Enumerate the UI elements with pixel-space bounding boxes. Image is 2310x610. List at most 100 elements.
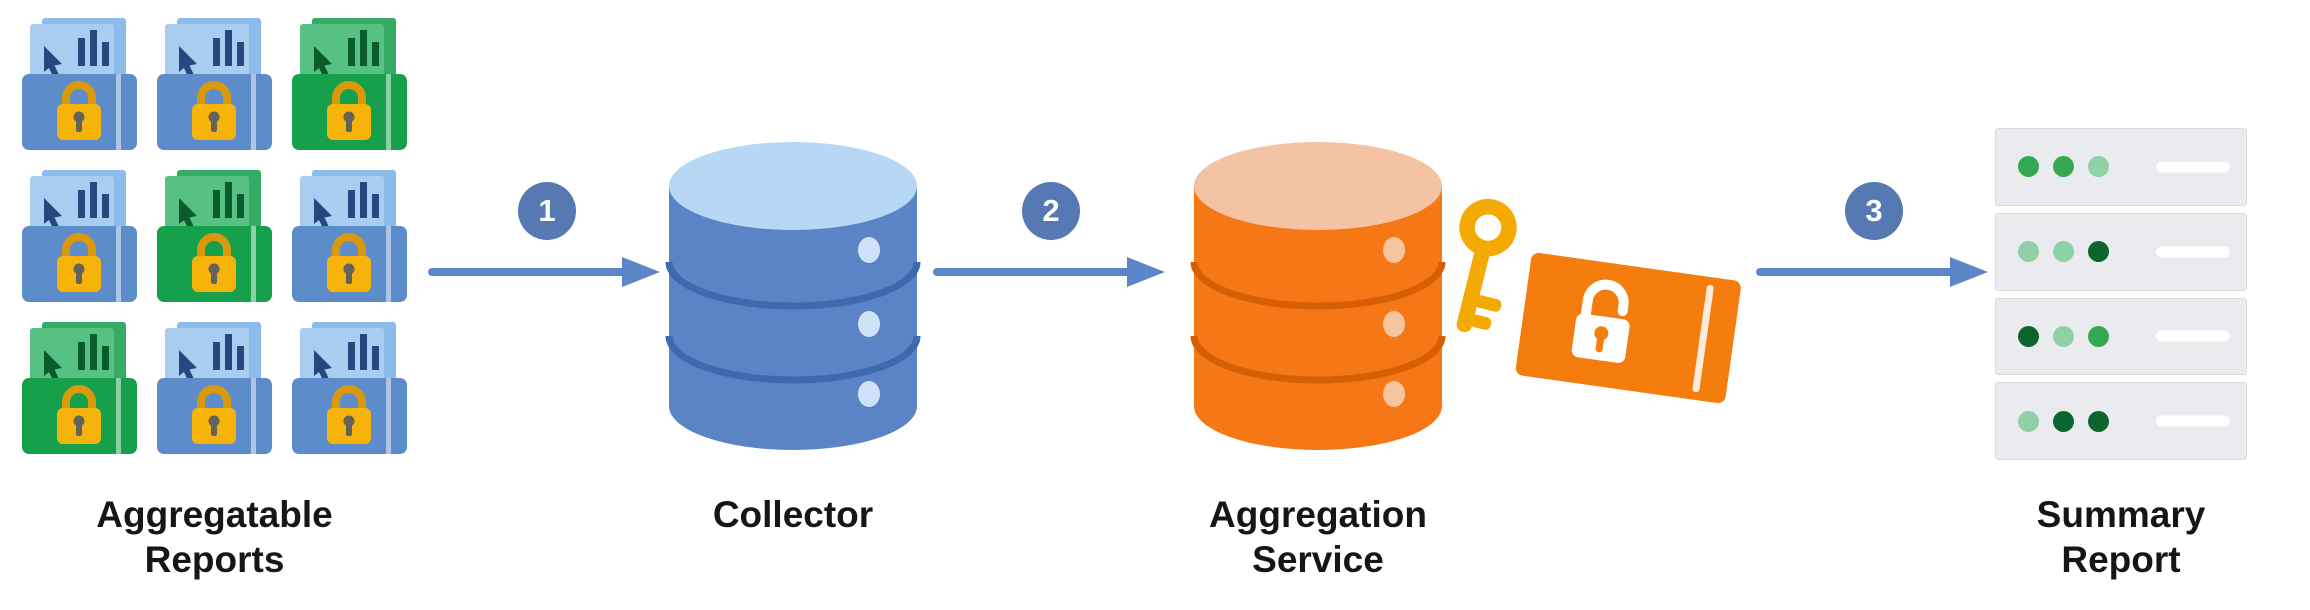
padlock-keyhole bbox=[346, 271, 352, 284]
aggregation-label-line1: Aggregation bbox=[1209, 494, 1427, 535]
summary-dot bbox=[2088, 241, 2109, 263]
card-slit bbox=[1692, 284, 1714, 393]
pocket-slit bbox=[116, 74, 121, 150]
padlock-keyhole bbox=[208, 415, 220, 427]
pocket-slit bbox=[386, 378, 391, 454]
aggregatable-report-icon bbox=[288, 166, 411, 306]
pocket-slit bbox=[251, 74, 256, 150]
aggregatable-reports-grid bbox=[18, 14, 411, 458]
open-padlock-shackle bbox=[1580, 279, 1629, 319]
chart-bar-icon bbox=[78, 342, 85, 370]
summary-bar bbox=[2156, 330, 2230, 342]
summary-row bbox=[1995, 382, 2247, 460]
arrow-head bbox=[622, 257, 660, 287]
aggregatable-report-icon bbox=[288, 14, 411, 154]
cursor-icon bbox=[179, 46, 197, 78]
padlock-keyhole bbox=[343, 263, 355, 275]
summary-bar bbox=[2156, 415, 2230, 427]
chart-bar-icon bbox=[213, 190, 220, 218]
chart-bar-icon bbox=[237, 194, 244, 218]
padlock-keyhole bbox=[343, 415, 355, 427]
encrypted-report-card bbox=[1514, 252, 1742, 409]
chart-bar-icon bbox=[348, 342, 355, 370]
aggregatable-report-icon bbox=[18, 14, 141, 154]
cursor-icon bbox=[44, 46, 62, 78]
step-badge-2: 2 bbox=[1022, 182, 1080, 240]
database-stripe bbox=[1190, 261, 1446, 310]
step-number: 3 bbox=[1865, 193, 1883, 228]
database-stripe bbox=[1190, 335, 1446, 384]
arrow-head bbox=[1127, 257, 1165, 287]
padlock-shackle bbox=[197, 385, 231, 410]
chart-bar-icon bbox=[360, 182, 367, 218]
chart-bar-icon bbox=[102, 346, 109, 370]
database-dot bbox=[1383, 237, 1405, 263]
pocket-slit bbox=[386, 74, 391, 150]
aggregatable-report-icon bbox=[18, 166, 141, 306]
database-top bbox=[1194, 142, 1442, 230]
padlock-keyhole bbox=[211, 119, 217, 132]
chart-bar-icon bbox=[348, 190, 355, 218]
database-dot bbox=[858, 311, 880, 337]
chart-bar-icon bbox=[360, 334, 367, 370]
pocket-slit bbox=[116, 226, 121, 302]
summary-dot bbox=[2018, 325, 2039, 347]
reports-label: Aggregatable Reports bbox=[18, 492, 411, 582]
database-dot bbox=[858, 237, 880, 263]
chart-bar-icon bbox=[372, 346, 379, 370]
key-bow bbox=[1459, 198, 1517, 257]
database-top bbox=[669, 142, 917, 230]
aggregatable-report-icon bbox=[288, 318, 411, 458]
chart-bar-icon bbox=[225, 182, 232, 218]
cursor-icon bbox=[179, 350, 197, 382]
cursor-icon bbox=[314, 198, 332, 230]
key-icon bbox=[1456, 198, 1517, 333]
summary-dot bbox=[2018, 156, 2039, 178]
flow-arrow-1 bbox=[428, 257, 660, 287]
summary-bar bbox=[2156, 246, 2230, 258]
collector-label: Collector bbox=[663, 492, 923, 537]
padlock-keyhole bbox=[208, 111, 220, 123]
padlock-keyhole bbox=[211, 271, 217, 284]
step-badge-3: 3 bbox=[1845, 182, 1903, 240]
database-stripe bbox=[665, 335, 921, 384]
cursor-icon bbox=[314, 46, 332, 78]
chart-bar-icon bbox=[225, 30, 232, 66]
summary-row bbox=[1995, 212, 2247, 291]
key-tooth bbox=[1469, 314, 1492, 330]
cursor-icon bbox=[179, 198, 197, 230]
summary-dot bbox=[2018, 241, 2039, 263]
chart-bar-icon bbox=[90, 182, 97, 218]
aggregation-service-database-icon bbox=[1190, 142, 1446, 450]
padlock-keyhole bbox=[211, 423, 217, 436]
summary-label: Summary Report bbox=[1985, 492, 2257, 582]
database-body bbox=[669, 186, 917, 450]
summary-dot bbox=[2053, 410, 2074, 432]
padlock-keyhole bbox=[1595, 336, 1605, 353]
chart-bar-icon bbox=[78, 190, 85, 218]
padlock-keyhole bbox=[73, 111, 85, 123]
aggregatable-report-icon bbox=[153, 14, 276, 154]
key-shaft bbox=[1456, 244, 1491, 333]
chart-bar-icon bbox=[90, 334, 97, 370]
padlock-shackle bbox=[197, 81, 231, 106]
flow-arrow-3 bbox=[1756, 257, 1988, 287]
cursor-icon bbox=[314, 350, 332, 382]
aggregatable-report-icon bbox=[153, 318, 276, 458]
padlock-keyhole bbox=[346, 423, 352, 436]
chart-bar-icon bbox=[225, 334, 232, 370]
chart-bar-icon bbox=[360, 30, 367, 66]
padlock-shackle bbox=[332, 385, 366, 410]
pocket-slit bbox=[251, 226, 256, 302]
flow-arrow-2 bbox=[933, 257, 1165, 287]
step-number: 2 bbox=[1042, 193, 1060, 228]
chart-bar-icon bbox=[102, 194, 109, 218]
collector-database-icon bbox=[665, 142, 921, 450]
padlock-keyhole bbox=[76, 119, 82, 132]
arrow-head bbox=[1950, 257, 1988, 287]
padlock-keyhole bbox=[208, 263, 220, 275]
key-tooth bbox=[1474, 295, 1502, 312]
chart-bar-icon bbox=[372, 42, 379, 66]
summary-dot bbox=[2053, 156, 2074, 178]
aggregatable-report-icon bbox=[18, 318, 141, 458]
